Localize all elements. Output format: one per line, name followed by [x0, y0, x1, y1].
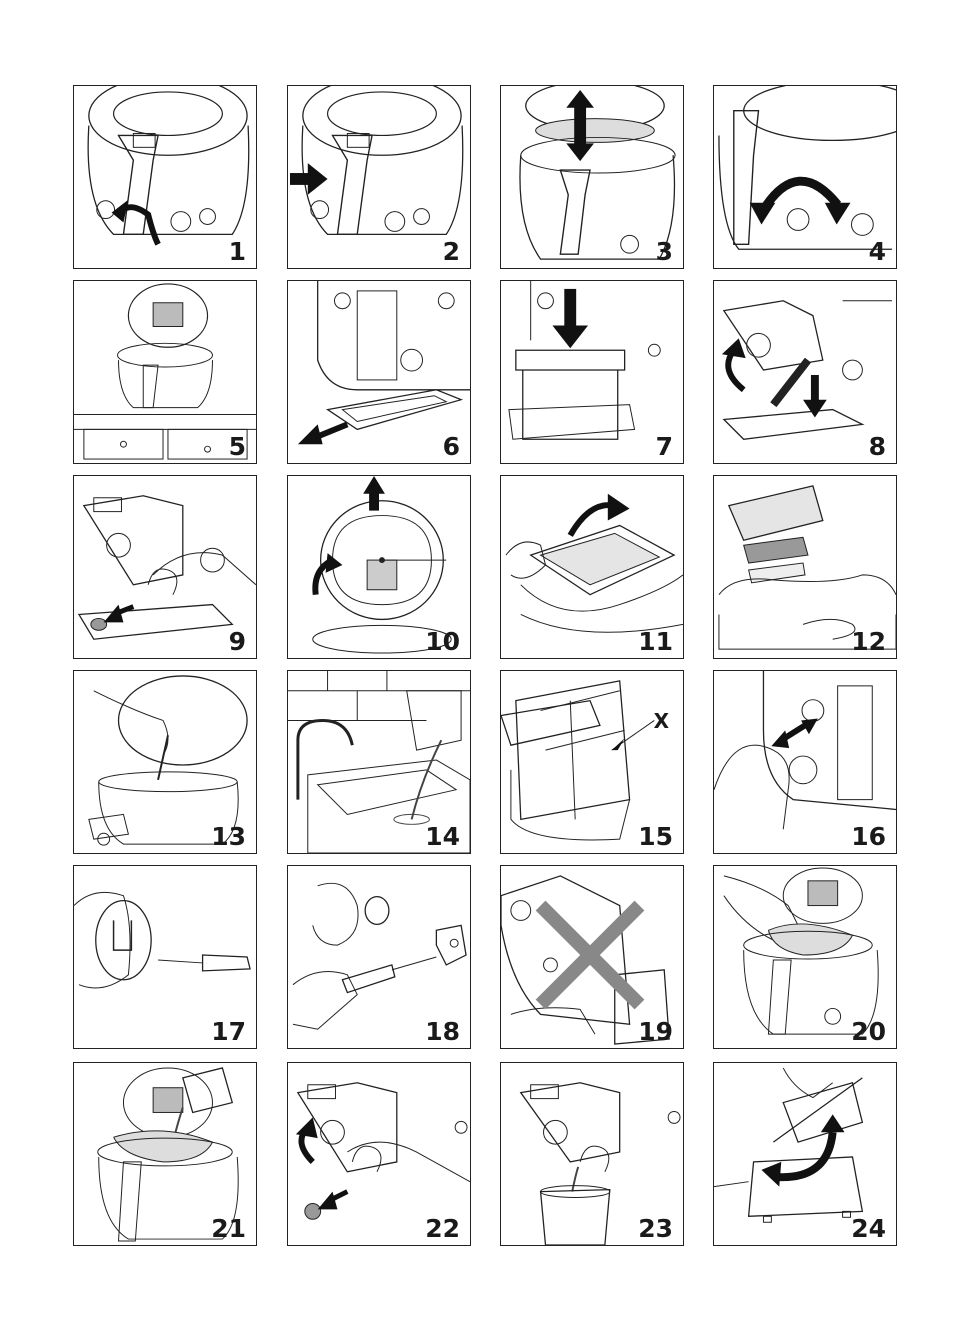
knob-hand-illustration — [714, 671, 896, 830]
panel-number: 11 — [638, 627, 673, 656]
panel-number: 9 — [228, 627, 246, 656]
drain-hand-illustration — [77, 495, 256, 640]
panel-number: 14 — [425, 822, 460, 851]
panel-number: 13 — [211, 822, 246, 851]
panel-number: 21 — [211, 1214, 246, 1243]
panel-number: 24 — [851, 1214, 886, 1243]
sink-rinse-illustration — [288, 671, 470, 853]
panel-2: 2 — [287, 85, 471, 269]
panel-22: 22 — [287, 1062, 471, 1246]
panel-15: X 15 — [500, 670, 684, 854]
tray-clean-illustration — [501, 680, 655, 841]
panel-20: 20 — [713, 865, 897, 1049]
panel-number: 2 — [442, 237, 460, 266]
panel-4: 4 — [713, 85, 897, 269]
panel-16: 16 — [713, 670, 897, 854]
screwdriver-parts-illustration — [292, 882, 467, 1030]
fryer-front-illustration — [87, 86, 250, 246]
panel-number: 4 — [868, 237, 886, 266]
panel-number: 10 — [425, 627, 460, 656]
panel-9: 9 — [73, 475, 257, 659]
panel-5: 5 — [73, 280, 257, 464]
marker-label: X — [653, 709, 669, 733]
panel-6: 6 — [287, 280, 471, 464]
container-in-illustration — [508, 281, 661, 440]
panel-number: 3 — [655, 237, 673, 266]
panel-24: 24 — [713, 1062, 897, 1246]
drain-rotate-illustration — [295, 1082, 470, 1220]
fryer-side-rotate-illustration — [718, 86, 896, 250]
panel-18: 18 — [287, 865, 471, 1049]
panel-number: 8 — [868, 432, 886, 461]
panel-21: 21 — [73, 1062, 257, 1246]
panel-number: 15 — [638, 822, 673, 851]
panel-10: 10 — [287, 475, 471, 659]
panel-number: 6 — [442, 432, 460, 461]
panel-14: 14 — [287, 670, 471, 854]
panel-number: 20 — [851, 1017, 886, 1046]
lid-clean-illustration — [88, 675, 248, 846]
panel-number: 23 — [638, 1214, 673, 1243]
panel-number: 19 — [638, 1017, 673, 1046]
panel-7: 7 — [500, 280, 684, 464]
panel-13: 13 — [73, 670, 257, 854]
knob-screwdriver-illustration — [74, 891, 251, 989]
panel-number: 22 — [425, 1214, 460, 1243]
panel-number: 1 — [228, 237, 246, 266]
panel-23: 23 — [500, 1062, 684, 1246]
panel-17: 17 — [73, 865, 257, 1049]
panel-8: 8 — [713, 280, 897, 464]
fryer-front-illustration — [289, 86, 464, 236]
panel-12: 12 — [713, 475, 897, 659]
not-allowed-illustration — [501, 875, 670, 1045]
panel-number: 12 — [851, 627, 886, 656]
tilt-scale-illustration — [714, 1067, 864, 1223]
panel-number: 17 — [211, 1017, 246, 1046]
panel-3: 3 — [500, 85, 684, 269]
panel-19: 19 — [500, 865, 684, 1049]
fryer-lid-basket-illustration — [519, 86, 676, 260]
fryer-on-counter-illustration — [74, 283, 256, 460]
drain-jug-illustration — [519, 1082, 681, 1245]
panel-11: 11 — [500, 475, 684, 659]
filter-parts-illustration — [718, 485, 896, 650]
panel-1: 1 — [73, 85, 257, 269]
panel-number: 7 — [655, 432, 673, 461]
panel-number: 16 — [851, 822, 886, 851]
tray-out-illustration — [297, 281, 470, 445]
filter-hand-illustration — [505, 493, 683, 633]
pipe-tray-illustration — [721, 300, 893, 440]
oil-pour-illustration — [97, 1067, 239, 1242]
lid-removal-illustration — [312, 476, 452, 654]
bag-insert-illustration — [723, 867, 879, 1035]
panel-number: 5 — [228, 432, 246, 461]
panel-number: 18 — [425, 1017, 460, 1046]
